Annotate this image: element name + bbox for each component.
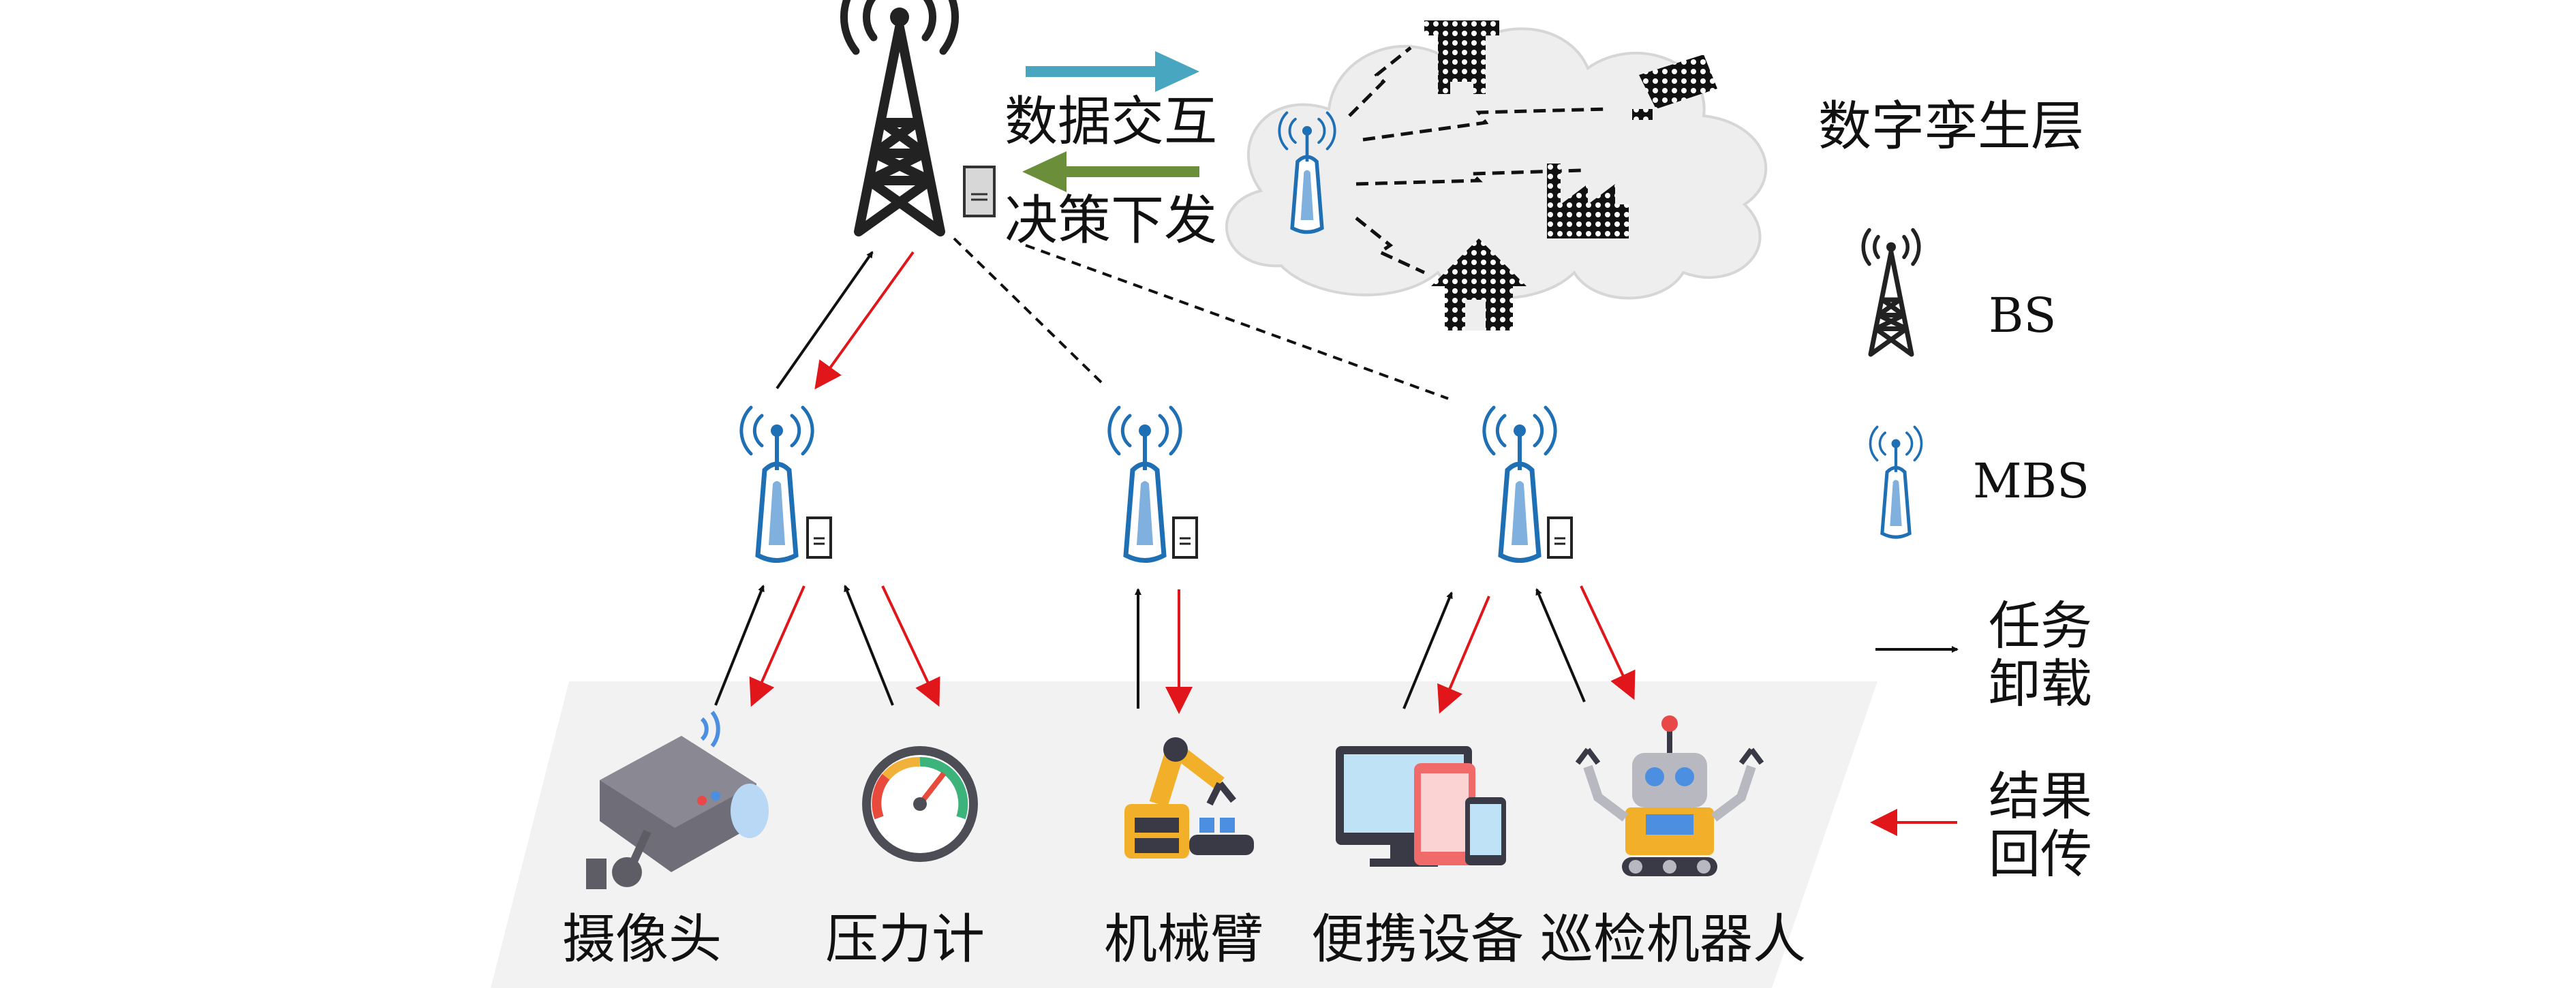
mbs-node-3 — [1484, 407, 1555, 561]
legend-bs-icon — [1863, 230, 1919, 355]
twin-layer-label: 数字孪生层 — [1818, 96, 2084, 157]
return-arrow — [1580, 585, 1636, 700]
patrol-robot-icon — [1575, 715, 1764, 876]
server-icon — [806, 516, 832, 559]
patrol-robot-label: 巡检机器人 — [1540, 909, 1806, 970]
mbs-node-1 — [741, 407, 812, 561]
legend-return-line2: 回传 — [1989, 824, 2092, 884]
legend-return-line1: 结果 — [1989, 766, 2092, 827]
offload-arrow — [1402, 591, 1453, 709]
wireless-links — [1348, 46, 1609, 275]
pressure-gauge-label: 压力计 — [825, 909, 985, 970]
legend-mbs-label: MBS — [1973, 453, 2089, 509]
portable-label: 便携设备 — [1311, 909, 1524, 970]
legend: BS MBS 任务 卸载 结果 回传 — [1863, 230, 2092, 884]
cctv-icon — [1632, 55, 1717, 120]
return-arrow — [749, 585, 806, 707]
dashed-link — [953, 237, 1105, 386]
factory-icon — [1547, 164, 1629, 238]
legend-offload-line1: 任务 — [1989, 596, 2092, 656]
server-icon — [1547, 516, 1573, 559]
legend-bs-label: BS — [1989, 288, 2056, 343]
decision-label: 决策下发 — [1005, 190, 1217, 251]
camera-label: 摄像头 — [562, 909, 722, 970]
server-icon — [963, 166, 996, 217]
legend-mbs-icon — [1870, 427, 1921, 538]
interaction-label: 数据交互 — [1005, 91, 1217, 153]
pressure-gauge-icon — [862, 746, 978, 862]
robot-arm-label: 机械臂 — [1104, 909, 1263, 970]
server-icon — [1172, 516, 1198, 559]
portable-devices-icon — [1336, 746, 1506, 867]
offload-arrow — [844, 585, 894, 706]
dashed-link — [1025, 244, 1449, 400]
offload-arrow — [714, 585, 765, 706]
return-arrow — [814, 251, 915, 390]
cloud-icon — [1225, 27, 1768, 300]
bs-tower-icon — [844, 0, 955, 232]
data-interaction-arrow — [1026, 51, 1199, 92]
mbs-node-2 — [1109, 407, 1180, 561]
robot-arm-icon — [1124, 737, 1254, 859]
camera-icon — [586, 711, 769, 889]
return-arrow — [1437, 596, 1490, 714]
house-icon — [1431, 238, 1527, 330]
drone-icon — [1424, 20, 1499, 94]
return-arrow — [881, 585, 940, 707]
offload-arrow — [776, 251, 874, 390]
legend-offload-line2: 卸载 — [1989, 653, 2092, 714]
offload-arrow — [1535, 588, 1586, 703]
decision-arrow — [1022, 151, 1199, 192]
